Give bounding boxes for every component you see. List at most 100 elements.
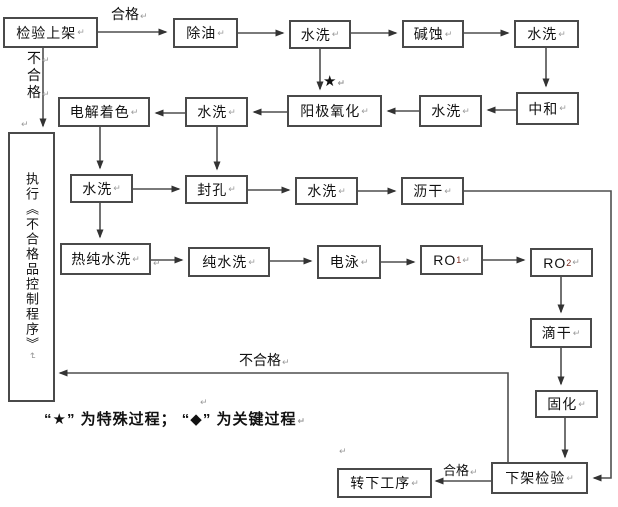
return-mark: ↵	[566, 472, 574, 483]
node-label: 水洗	[307, 183, 338, 199]
node-inspection-racking: 检验上架↵	[3, 17, 98, 48]
star-glyph: ★	[323, 73, 337, 90]
fail-char: 合	[27, 67, 41, 83]
return-mark: ↵	[130, 106, 139, 117]
node-label: 热纯水洗	[71, 251, 132, 267]
return-mark: ↵	[360, 256, 369, 267]
edge-label-pass-top: 合格↵	[111, 4, 148, 24]
node-label: 电解着色	[69, 104, 130, 120]
edge-label-fail-bottom: 不合格↵	[239, 350, 290, 370]
node-label: 水洗	[431, 103, 462, 119]
node-label: 阳极氧化	[300, 103, 361, 119]
nonconforming-procedure-label: 执行《不合格品控制程序》	[24, 172, 39, 353]
return-mark: ↵	[411, 477, 419, 488]
node-curing: 固化↵	[535, 390, 598, 418]
return-mark: ↵	[42, 89, 50, 99]
return-mark: ↵	[153, 258, 161, 268]
node-label: RO	[543, 254, 567, 271]
return-mark: ↵	[200, 397, 208, 407]
node-label: 碱蚀	[413, 26, 444, 42]
node-label: 纯水洗	[202, 254, 248, 270]
return-mark: ↵	[132, 253, 140, 264]
return-mark: ↵	[578, 398, 586, 409]
node-label-subscript: 2	[566, 257, 572, 268]
node-label: 电泳	[329, 254, 360, 270]
return-mark: ↵	[27, 352, 38, 362]
node-degreasing: 除油↵	[173, 18, 238, 48]
return-mark: ↵	[217, 27, 225, 38]
return-mark: ↵	[228, 106, 236, 117]
return-mark: ↵	[462, 254, 470, 265]
node-electrophoresis: 电泳↵	[317, 245, 381, 279]
node-label: 中和	[528, 100, 559, 117]
return-mark: ↵	[444, 28, 453, 39]
return-mark: ↵	[77, 27, 85, 37]
node-unrack-inspection: 下架检验↵	[491, 462, 588, 494]
fail-char-row: 合	[27, 67, 61, 84]
node-water-wash-5: 水洗↵	[70, 174, 133, 203]
return-mark: ↵	[339, 446, 347, 456]
node-water-wash-1: 水洗↵	[289, 20, 351, 49]
node-water-wash-6: 水洗↵	[295, 177, 358, 205]
edge-label-text: 合格	[111, 6, 139, 22]
return-mark: ↵	[462, 105, 470, 116]
node-water-wash-3: 水洗↵	[419, 95, 482, 127]
return-mark: ↵	[228, 184, 236, 194]
edge-label-pass-bottom: 合格↵	[443, 460, 478, 479]
special-process-star-icon: ★↵	[323, 72, 345, 90]
return-mark: ↵	[297, 416, 307, 426]
node-electrolytic-coloring: 电解着色↵	[58, 97, 150, 127]
node-sealing: 封孔↵	[185, 175, 248, 204]
node-neutralize: 中和↵	[516, 92, 579, 125]
fail-char-row: 不↵	[27, 50, 61, 67]
node-alkali-etch: 碱蚀↵	[402, 20, 464, 48]
node-label: 检验上架	[16, 24, 77, 41]
return-mark: ↵	[113, 183, 121, 193]
node-hot-pure-water-wash: 热纯水洗↵	[60, 243, 151, 275]
return-mark: ↵	[282, 357, 290, 367]
edge-label-text: 合格	[443, 463, 470, 478]
legend: “★” 为特殊过程； “◆” 为关键过程↵	[44, 408, 306, 429]
legend-text: “★” 为特殊过程； “◆” 为关键过程	[44, 411, 297, 428]
node-water-wash-2: 水洗↵	[514, 20, 579, 48]
fail-char-row: 格↵	[27, 84, 61, 101]
node-label: 水洗	[527, 26, 558, 42]
node-label: RO	[433, 252, 457, 268]
node-drip-dry: 滴干↵	[530, 318, 592, 348]
connector	[464, 190, 612, 482]
return-mark: ↵	[572, 327, 581, 338]
connector	[58, 369, 509, 463]
nonconforming-procedure-box: 执行《不合格品控制程序》↵	[8, 132, 55, 402]
node-label: 封孔	[197, 181, 228, 198]
fail-char: 格	[27, 84, 41, 100]
node-label: 水洗	[300, 26, 331, 43]
node-water-wash-4: 水洗↵	[185, 97, 248, 127]
node-label: 滴干	[541, 325, 572, 341]
node-drain-dry: 沥干↵	[401, 177, 464, 205]
return-mark: ↵	[42, 55, 50, 65]
return-mark: ↵	[559, 103, 567, 113]
node-anodizing: 阳极氧化↵	[287, 95, 382, 127]
edge-label-fail-vertical: 不↵ 合 格↵	[27, 50, 61, 101]
node-label: 下架检验	[505, 470, 566, 486]
edge-label-text: 不合格	[239, 352, 281, 368]
node-pure-water-wash: 纯水洗↵	[188, 247, 270, 277]
node-label-subscript: 1	[456, 255, 462, 265]
return-mark: ↵	[558, 28, 566, 39]
node-label: 水洗	[197, 104, 228, 120]
return-mark: ↵	[140, 11, 148, 21]
node-next-process: 转下工序↵	[337, 468, 432, 498]
return-mark: ↵	[470, 467, 478, 477]
return-mark: ↵	[248, 256, 256, 267]
return-mark: ↵	[361, 105, 369, 116]
node-label: 除油	[186, 25, 217, 41]
return-mark: ↵	[331, 29, 340, 39]
return-mark: ↵	[572, 257, 580, 267]
node-label: 沥干	[413, 183, 444, 199]
return-mark: ↵	[337, 78, 345, 88]
fail-char: 不	[27, 50, 41, 66]
